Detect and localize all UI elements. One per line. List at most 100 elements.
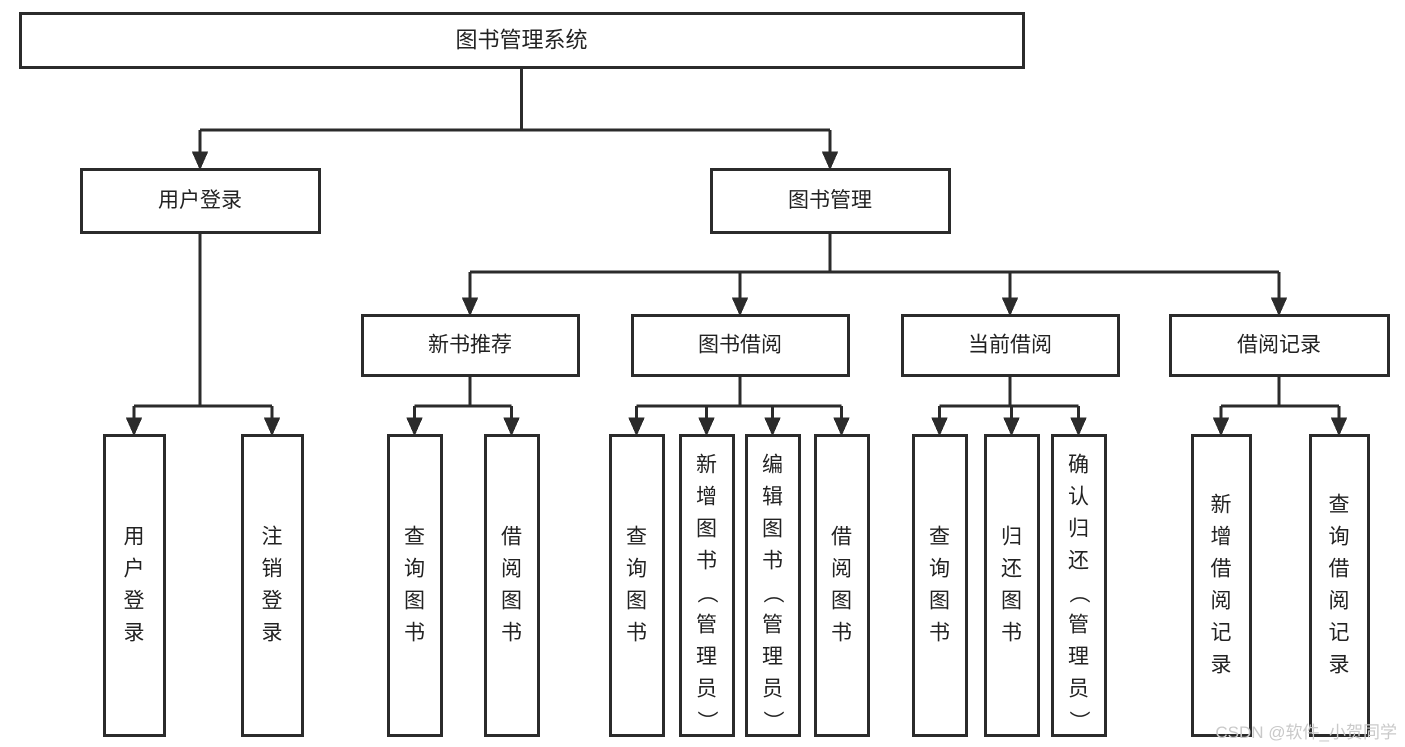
svg-text:图: 图 [831, 590, 852, 613]
svg-text:查: 查 [1329, 494, 1350, 517]
node-label: 用户登录 [158, 189, 242, 212]
svg-text:确: 确 [1068, 454, 1089, 477]
svg-text:书: 书 [831, 622, 852, 645]
node-label: 借阅记录 [1237, 334, 1321, 357]
svg-text:书: 书 [762, 550, 783, 573]
svg-text:阅: 阅 [831, 558, 852, 581]
svg-text:录: 录 [262, 622, 283, 645]
svg-text:归: 归 [1001, 526, 1022, 549]
svg-text:阅: 阅 [1329, 590, 1350, 613]
svg-text:）: ） [761, 711, 784, 732]
svg-text:销: 销 [262, 558, 283, 581]
node-label: 图书借阅 [698, 334, 782, 357]
svg-text:书: 书 [696, 550, 717, 573]
svg-text:查: 查 [626, 526, 647, 549]
svg-text:编: 编 [762, 454, 783, 477]
svg-text:理: 理 [762, 646, 783, 669]
svg-text:还: 还 [1001, 558, 1022, 581]
svg-text:认: 认 [1068, 486, 1089, 509]
svg-text:询: 询 [929, 558, 950, 581]
level2-node-3[interactable]: 当前借阅 [901, 314, 1120, 377]
svg-text:借: 借 [1211, 558, 1232, 581]
svg-text:图: 图 [762, 518, 783, 541]
svg-text:（: （ [1067, 583, 1090, 604]
svg-text:图: 图 [696, 518, 717, 541]
svg-text:还: 还 [1068, 550, 1089, 573]
svg-text:增: 增 [696, 486, 717, 509]
svg-text:录: 录 [1329, 654, 1350, 677]
svg-text:理: 理 [1068, 646, 1089, 669]
svg-text:书: 书 [1001, 622, 1022, 645]
svg-text:登: 登 [124, 590, 145, 613]
node-label: 新书推荐 [428, 334, 512, 357]
leaf-node-1[interactable]: 用户登录 [103, 434, 166, 737]
svg-text:）: ） [695, 711, 718, 732]
node-label: 图书管理系统 [455, 28, 587, 53]
svg-text:阅: 阅 [501, 558, 522, 581]
svg-text:书: 书 [626, 622, 647, 645]
svg-text:用: 用 [124, 526, 145, 549]
svg-text:阅: 阅 [1211, 590, 1232, 613]
svg-text:询: 询 [404, 558, 425, 581]
level2-node-4[interactable]: 借阅记录 [1169, 314, 1390, 377]
level1-node-2[interactable]: 图书管理 [710, 168, 951, 234]
svg-text:辑: 辑 [762, 486, 783, 509]
svg-text:图: 图 [1001, 590, 1022, 613]
svg-text:新: 新 [696, 454, 717, 477]
svg-text:注: 注 [262, 526, 283, 549]
svg-text:户: 户 [124, 558, 145, 581]
svg-text:询: 询 [1329, 526, 1350, 549]
svg-text:增: 增 [1211, 526, 1232, 549]
svg-text:查: 查 [929, 526, 950, 549]
svg-text:登: 登 [262, 590, 283, 613]
svg-text:借: 借 [1329, 558, 1350, 581]
svg-text:图: 图 [404, 590, 425, 613]
svg-text:理: 理 [696, 646, 717, 669]
svg-text:（: （ [761, 583, 784, 604]
svg-text:管: 管 [696, 614, 717, 637]
watermark-label: CSDN @软件_小贺同学 [1215, 723, 1397, 742]
level2-node-2[interactable]: 图书借阅 [631, 314, 850, 377]
svg-text:书: 书 [929, 622, 950, 645]
svg-text:员: 员 [762, 678, 783, 701]
svg-text:员: 员 [1068, 678, 1089, 701]
level2-node-1[interactable]: 新书推荐 [361, 314, 580, 377]
svg-text:录: 录 [1211, 654, 1232, 677]
svg-text:记: 记 [1329, 622, 1350, 645]
level1-node-1[interactable]: 用户登录 [80, 168, 321, 234]
svg-text:记: 记 [1211, 622, 1232, 645]
svg-text:询: 询 [626, 558, 647, 581]
node-label: 图书管理 [788, 189, 872, 212]
svg-text:管: 管 [1068, 614, 1089, 637]
svg-text:书: 书 [404, 622, 425, 645]
svg-text:员: 员 [696, 678, 717, 701]
root-node[interactable]: 图书管理系统 [19, 12, 1025, 69]
svg-text:新: 新 [1211, 494, 1232, 517]
